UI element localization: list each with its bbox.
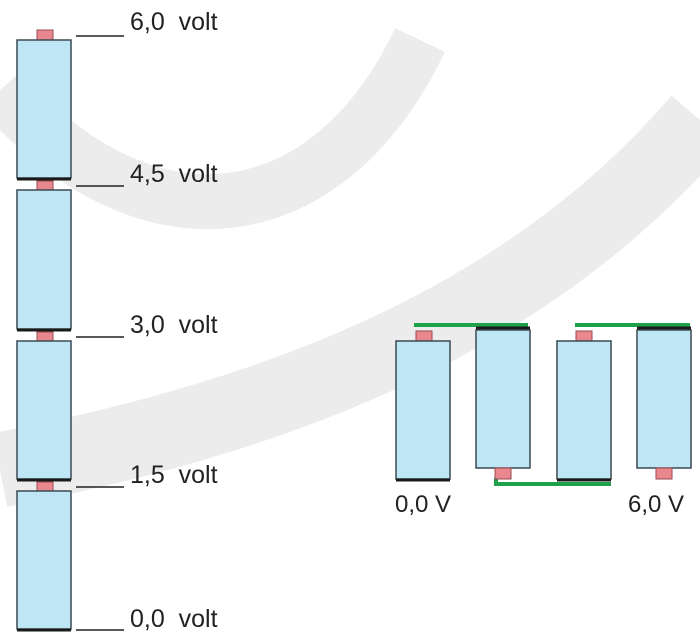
chain-start-label: 0,0 V: [395, 491, 451, 518]
battery-body: [556, 340, 612, 480]
series-stack: 6,0 volt 4,5 volt 3,0 volt 1,5 volt 0,0 …: [16, 8, 218, 633]
battery-chain-2: [475, 326, 531, 480]
wire-bottom-2-3: [494, 478, 611, 486]
voltage-label-1-5v: 1,5 volt: [130, 461, 218, 489]
battery-body: [16, 490, 72, 630]
wire-top-1-2: [414, 323, 528, 327]
positive-terminal: [494, 467, 512, 480]
battery-body: [16, 39, 72, 179]
battery-body: [475, 329, 531, 469]
watermark-arc-outer: [0, 95, 700, 507]
battery-body: [636, 329, 692, 469]
battery-stack-4: [16, 481, 72, 632]
battery-chain-3: [556, 330, 612, 482]
voltage-label-0v: 0,0 volt: [130, 605, 218, 633]
folded-chain: 0,0 V 6,0 V: [395, 323, 692, 518]
chain-end-label: 6,0 V: [628, 491, 684, 518]
voltage-label-6v: 6,0 volt: [130, 8, 218, 36]
voltage-label-3v: 3,0 volt: [130, 311, 218, 339]
battery-stack-1: [16, 29, 72, 181]
wire-top-3-4: [575, 323, 690, 327]
battery-chain-1: [395, 330, 451, 482]
battery-body: [16, 340, 72, 480]
battery-stack-3: [16, 331, 72, 482]
battery-chain-4: [636, 326, 692, 480]
battery-stack-2: [16, 180, 72, 332]
positive-terminal: [655, 467, 673, 480]
battery-body: [395, 340, 451, 480]
battery-body: [16, 189, 72, 330]
voltage-label-4-5v: 4,5 volt: [130, 160, 218, 188]
